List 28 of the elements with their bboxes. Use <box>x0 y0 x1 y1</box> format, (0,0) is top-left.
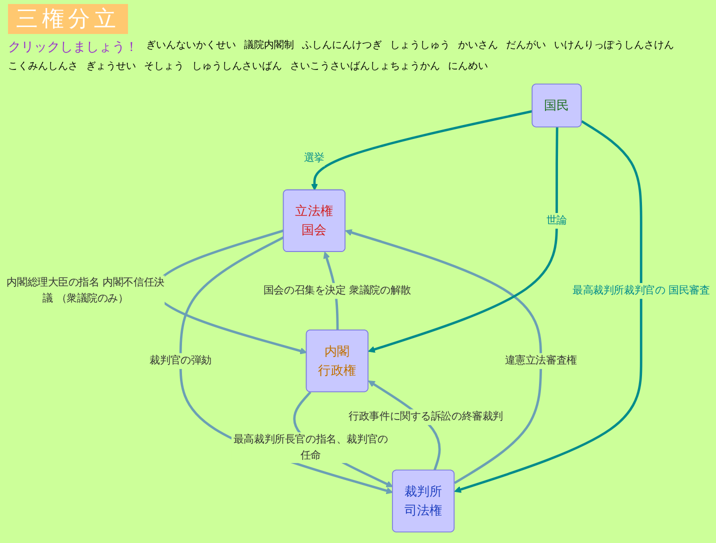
note-text: ふしんにんけつぎ <box>302 39 382 53</box>
note-text: ぎいんないかくせい <box>146 39 236 53</box>
title: 三権分立 <box>8 4 128 34</box>
note-text: にんめい <box>448 60 488 73</box>
arrow <box>345 229 542 484</box>
edge-label: 世論 <box>546 214 568 226</box>
note-text: だんがい <box>506 39 546 53</box>
note-text: ぎょうせい <box>86 60 136 73</box>
note-text: いけんりっぽうしんさけん <box>554 39 674 53</box>
edge-label: 行政事件に関する訴訟の終審裁判 <box>348 410 504 423</box>
note-text: そしょう <box>144 60 184 73</box>
arrow <box>368 127 558 353</box>
edge-label: 裁判官の弾劾 <box>150 354 212 367</box>
arrow <box>454 120 642 493</box>
note-text: こくみんしんさ <box>8 60 78 73</box>
note-text: さいこうさいばんしょちょうかん <box>290 60 440 73</box>
edge-label: 選挙 <box>304 152 324 164</box>
edge-label: 最高裁判所長官の指名、裁判官の任命 <box>233 434 388 462</box>
edge-label: 内閣総理大臣の指名 内閣不信任決議 （衆議院のみ） <box>6 276 164 304</box>
edge-label: 最高裁判所裁判官の 国民審査 <box>572 284 710 297</box>
note-text: しゅうしんさいばん <box>192 60 282 73</box>
arrow <box>311 110 533 191</box>
edge-label: 違憲立法審査権 <box>504 354 577 367</box>
note-text: かいさん <box>458 39 498 53</box>
edge-label: 国会の召集を決定 衆議院の解散 <box>263 284 411 297</box>
note-text: 議院内閣制 <box>244 38 294 53</box>
note-text: しょうしゅう <box>390 39 450 53</box>
note-text: クリックしましょう！ <box>8 39 138 56</box>
